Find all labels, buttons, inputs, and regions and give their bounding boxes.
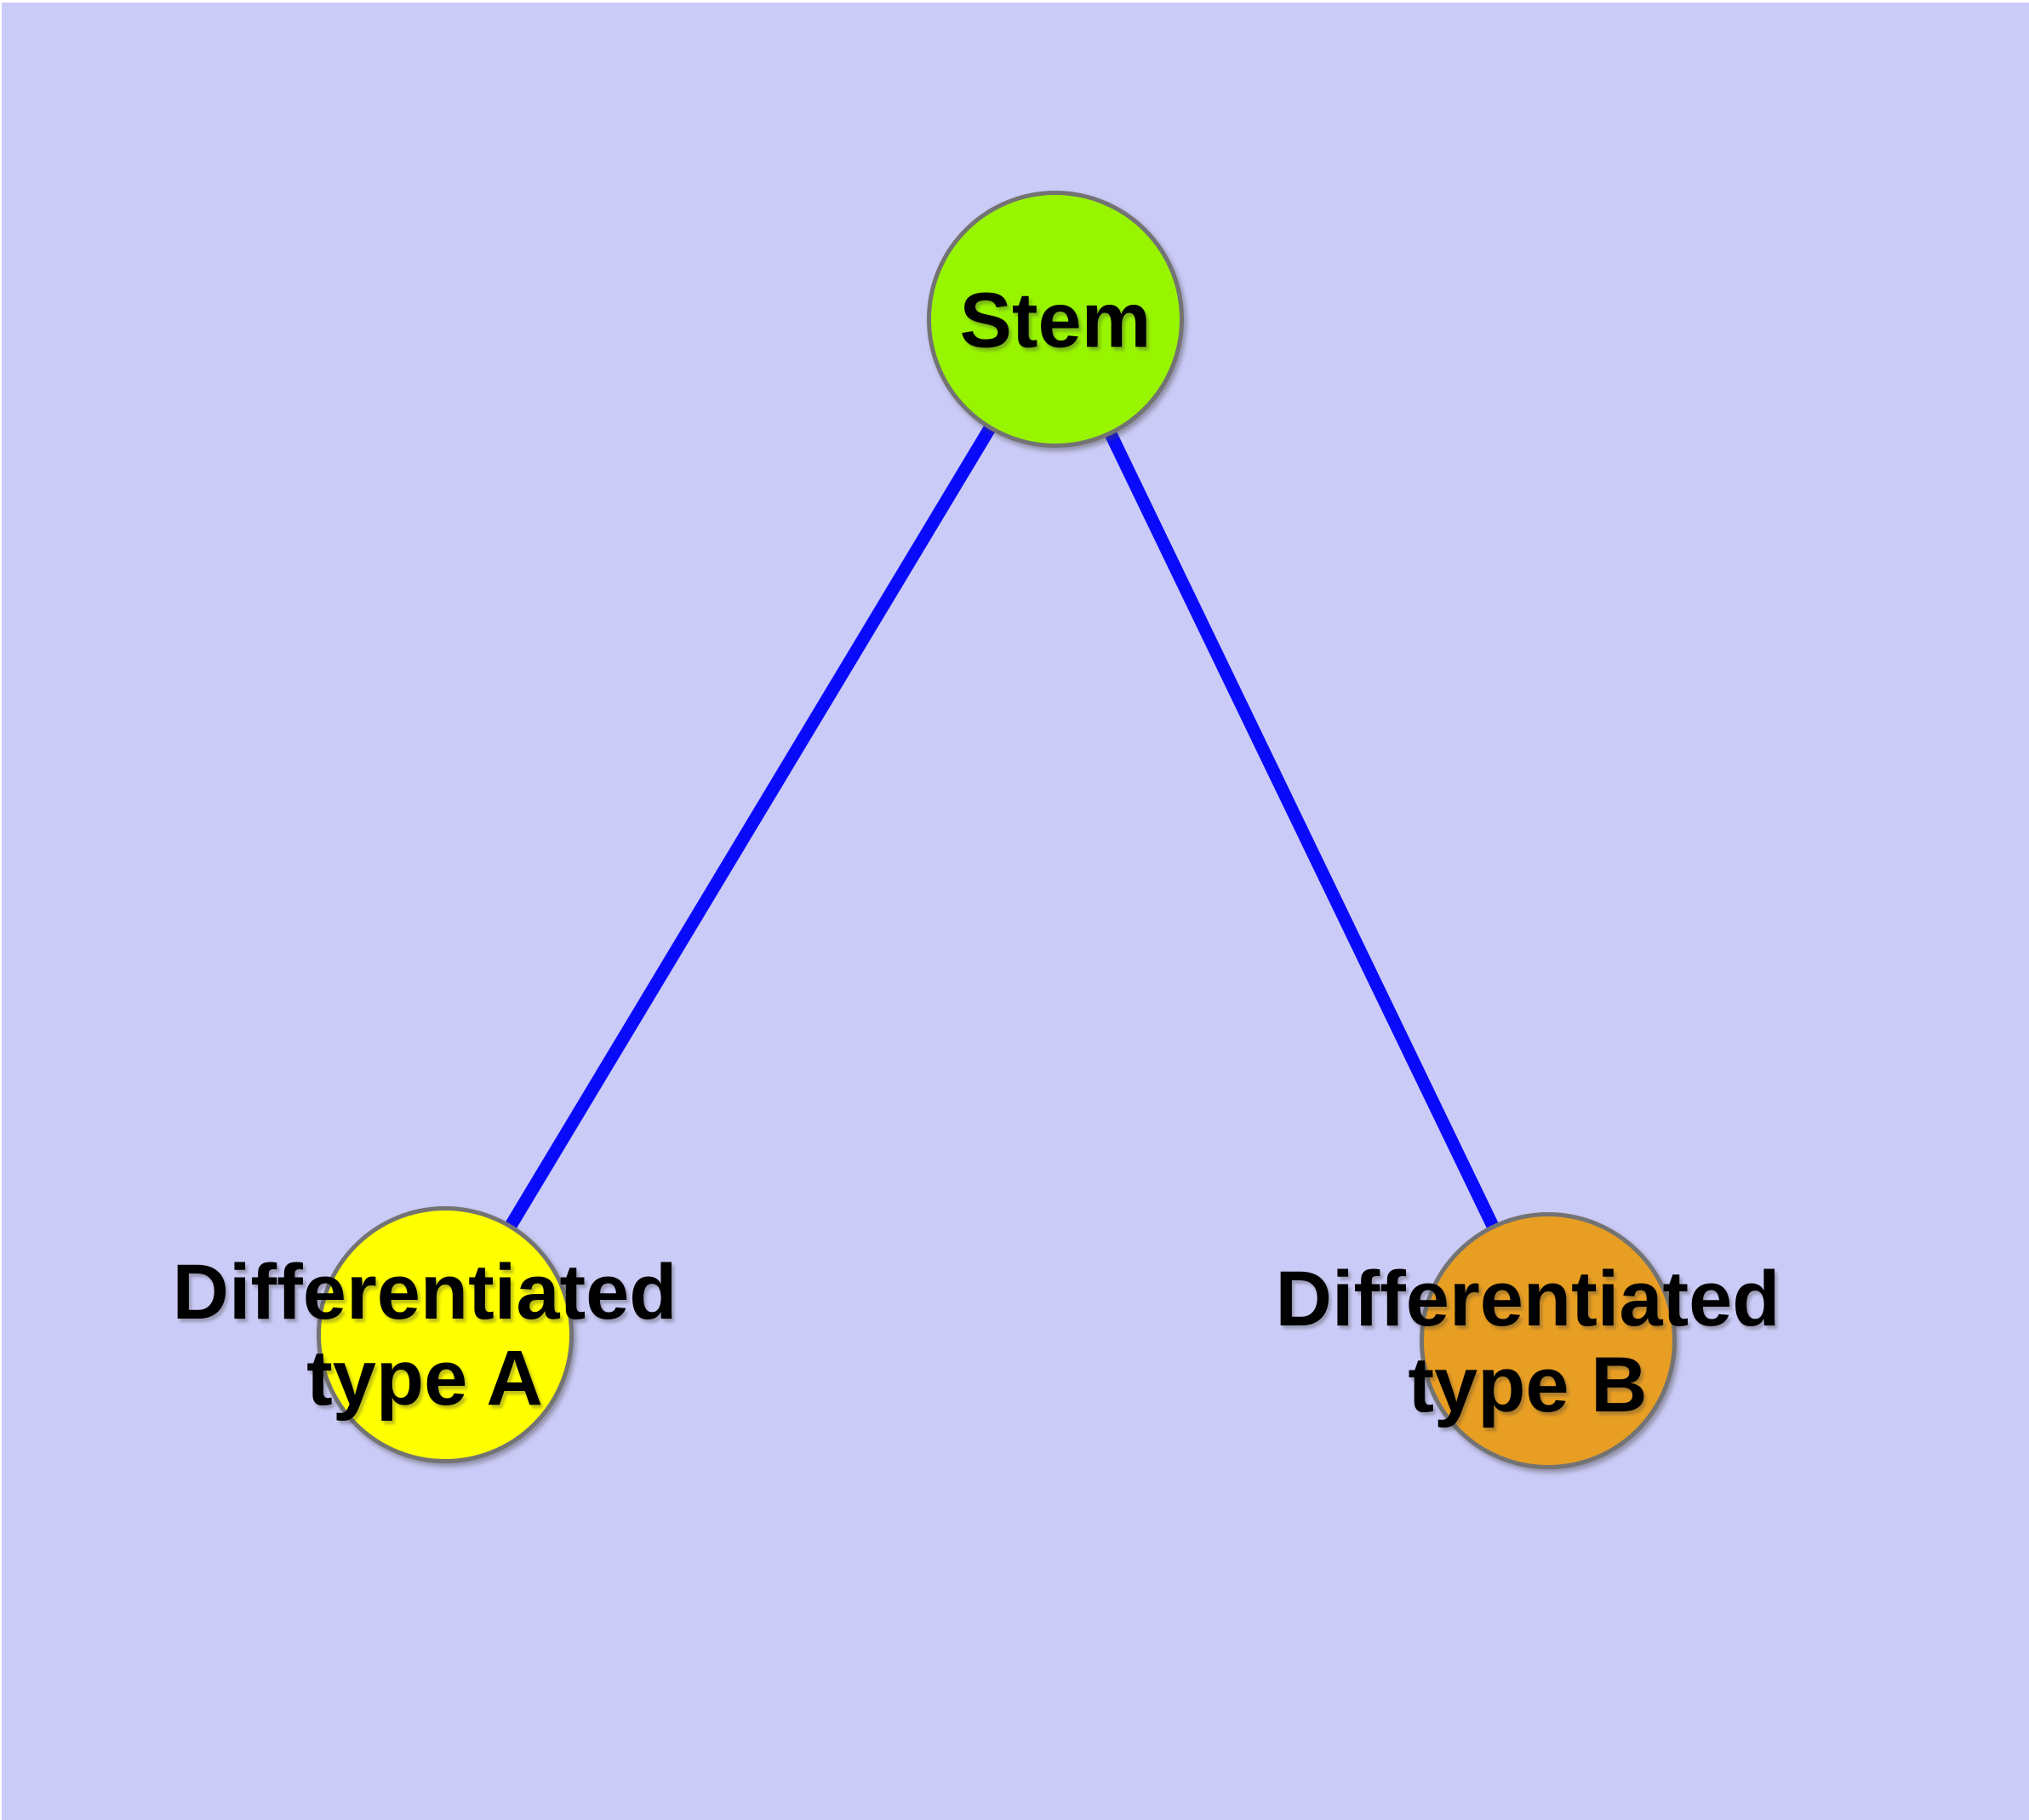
node-type-b-circle xyxy=(1420,1212,1677,1469)
node-type-a-circle xyxy=(317,1206,574,1463)
graph-svg xyxy=(2,3,2029,1820)
node-stem-circle xyxy=(927,191,1184,448)
edge-stem-to-type-b xyxy=(1049,316,1554,1344)
edge-stem-to-type-a xyxy=(439,316,1061,1338)
